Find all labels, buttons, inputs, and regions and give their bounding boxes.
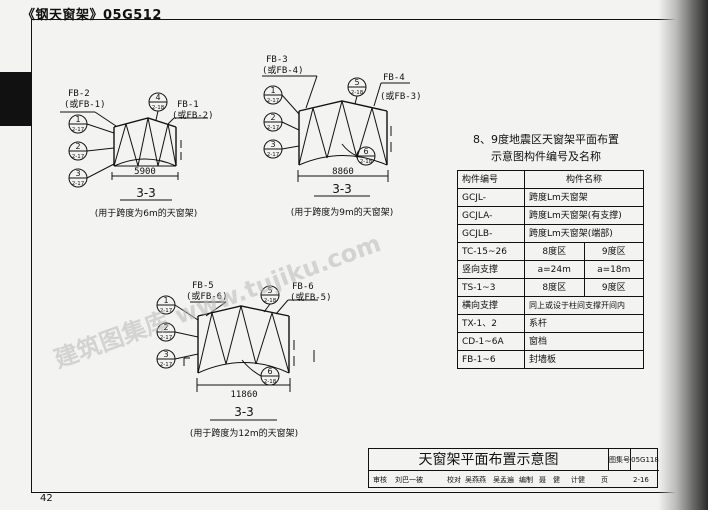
table-header-code: 构件编号	[457, 170, 525, 189]
bubble-d12-2-top: 2	[163, 323, 168, 332]
label-fb6: FB-6	[292, 282, 314, 292]
bubble-d12-2-bottom: 2-17	[160, 335, 173, 341]
label-fb1-alt: (或FB-2)	[172, 109, 214, 121]
signature-row: 审核 刘巴一被 校对 吴燕燕 吴孟遍 编制 聂 健 计健 页 2-16	[369, 471, 659, 489]
atlas-number-value: 05G118	[631, 449, 659, 471]
label-fb1: FB-1	[177, 100, 199, 110]
design-label: 编制	[519, 476, 533, 484]
bubble-d6-2-bottom: 2-17	[72, 154, 85, 160]
check-label: 校对	[447, 476, 461, 484]
dim-12m: 11860	[230, 390, 257, 400]
component-table: 构件编号 构件名称 GCJL- 跨度Lm天窗架 GCJLA- 跨度Lm天窗架(有…	[457, 170, 644, 369]
bubble-d12-1-bottom: 2-17	[160, 308, 173, 314]
bubble-d9-6-top: 6	[363, 147, 368, 156]
table-row: GCJL- 跨度Lm天窗架	[457, 188, 644, 207]
bubble-d12-5-top: 5	[267, 286, 272, 295]
page-label: 页	[601, 476, 608, 484]
designer-name-2: 健	[553, 476, 560, 484]
table-row: TX-1、2 系杆	[457, 314, 644, 333]
section-mark-6m: 3-3	[136, 186, 156, 200]
bubble-d9-2-top: 2	[270, 113, 275, 122]
bubble-d9-3-top: 3	[270, 140, 275, 149]
bubble-d6-1-bottom: 2-17	[72, 127, 85, 133]
bubble-d6-3-top: 3	[75, 169, 80, 178]
table-row: GCJLA- 跨度Lm天窗架(有支撑)	[457, 206, 644, 225]
title-block: 天窗架平面布置示意图 图集号 05G118 审核 刘巴一被 校对 吴燕燕 吴孟遍…	[368, 448, 659, 489]
atlas-number-label: 图集号	[609, 449, 631, 471]
label-fb2-alt: (或FB-1)	[64, 98, 106, 110]
bubble-d9-2-bottom: 2-17	[267, 125, 280, 131]
bubble-d12-5-bottom: 2-18	[264, 298, 277, 304]
bubble-d6-4-bottom: 2-18	[152, 105, 165, 111]
bubble-d6-1-top: 1	[75, 115, 80, 124]
truss-9m-drawing	[262, 75, 410, 197]
section-mark-12m: 3-3	[234, 405, 254, 419]
drawing-name: 天窗架平面布置示意图	[369, 449, 609, 471]
table-header-row: 构件编号 构件名称	[457, 170, 644, 189]
table-row: 横向支撑 同上或设于柱间支撑开间内	[457, 296, 644, 315]
section-tab-label: 2-	[11, 92, 24, 105]
bubble-d9-6-bottom: 2-18	[360, 159, 373, 165]
bubble-d6-4-top: 4	[155, 93, 160, 102]
component-table-title: 8、9度地震区天窗架平面布置 示意图构件编号及名称	[436, 131, 656, 165]
dim-9m: 8860	[332, 167, 354, 177]
label-fb4: FB-4	[383, 73, 405, 83]
dim-6m: 5900	[134, 167, 156, 177]
designer-signature: 计健	[571, 476, 585, 484]
bubble-d9-1-top: 1	[270, 86, 275, 95]
table-row: GCJLB- 跨度Lm天窗架(端部)	[457, 224, 644, 243]
label-fb5-alt: (或FB-6)	[186, 290, 228, 302]
label-fb2: FB-2	[68, 89, 90, 99]
section-mark-9m: 3-3	[332, 182, 352, 196]
page-binding-shadow	[658, 0, 708, 510]
bubble-d9-1-bottom: 2-17	[267, 98, 280, 104]
bubble-d9-5-top: 5	[354, 78, 359, 87]
label-fb5: FB-5	[192, 281, 214, 291]
review-label: 审核	[373, 476, 387, 484]
table-row: 竖向支撑 a=24m a=18m	[457, 260, 644, 279]
caption-6m: (用于跨度为6m的天窗架)	[95, 207, 198, 219]
support-marks	[183, 350, 315, 366]
bubble-d9-3-bottom: 2-17	[267, 152, 280, 158]
label-fb6-alt: (或FB-5)	[290, 291, 332, 303]
reviewer-name: 刘巴一被	[395, 476, 423, 484]
component-table-title-line1: 8、9度地震区天窗架平面布置	[473, 133, 619, 146]
bubble-d9-5-bottom: 2-18	[351, 90, 364, 96]
checker-name: 吴燕燕	[465, 476, 486, 484]
bubble-d12-6-top: 6	[267, 367, 272, 376]
truss-6m-drawing	[60, 92, 208, 201]
checker-signature: 吴孟遍	[493, 476, 514, 484]
truss-12m-drawing	[156, 285, 318, 421]
table-header-name: 构件名称	[524, 170, 644, 189]
page-number: 42	[40, 493, 53, 504]
bubble-d12-6-bottom: 2-18	[264, 379, 277, 385]
watermark-text: 建筑图集库 www.tujiku.com	[50, 229, 384, 373]
bubble-d12-3-bottom: 2-17	[160, 362, 173, 368]
caption-9m: (用于跨度为9m的天窗架)	[291, 206, 394, 218]
page-value: 2-16	[633, 476, 649, 484]
caption-12m: (用于跨度为12m的天窗架)	[190, 427, 298, 439]
designer-name-1: 聂	[539, 476, 546, 484]
table-row: TC-15~26 8度区 9度区	[457, 242, 644, 261]
bubble-d12-1-top: 1	[163, 296, 168, 305]
bubble-d6-3-bottom: 2-17	[72, 181, 85, 187]
bubble-d12-3-top: 3	[163, 350, 168, 359]
table-row: CD-1~6A 窗档	[457, 332, 644, 351]
bubble-d6-2-top: 2	[75, 142, 80, 151]
table-row: FB-1~6 封墙板	[457, 350, 644, 369]
component-table-title-line2: 示意图构件编号及名称	[491, 150, 601, 163]
section-tab	[0, 72, 32, 126]
label-fb4-alt: (或FB-3)	[380, 90, 422, 102]
table-row: TS-1~3 8度区 9度区	[457, 278, 644, 297]
label-fb3: FB-3	[266, 55, 288, 65]
label-fb3-alt: (或FB-4)	[262, 64, 304, 76]
